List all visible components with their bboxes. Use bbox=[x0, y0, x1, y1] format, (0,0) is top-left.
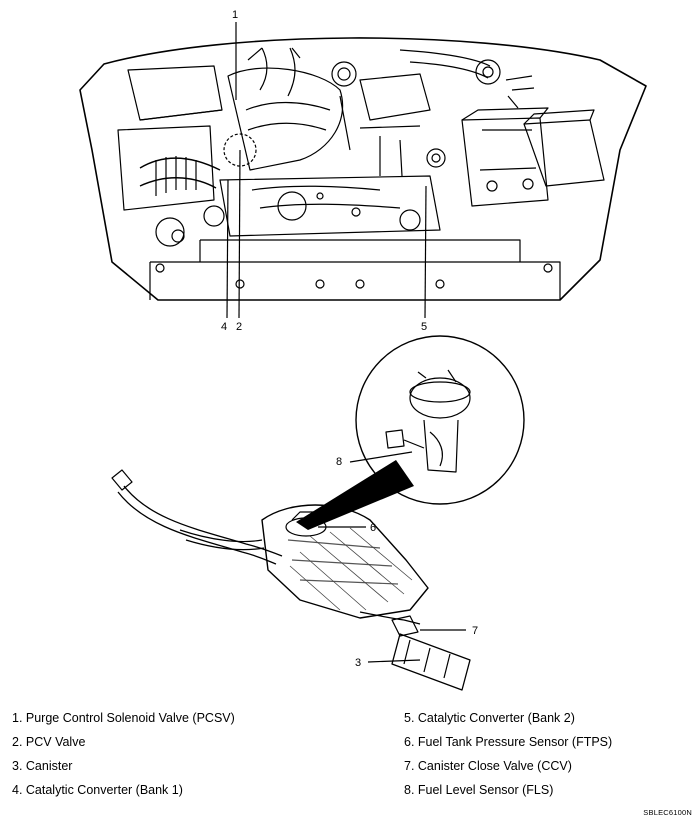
fuel-tank-illustration bbox=[111, 335, 525, 691]
callout-3: 3 bbox=[355, 657, 361, 669]
legend-item-fls: 8. Fuel Level Sensor (FLS) bbox=[404, 783, 554, 797]
figure-code: SBLEC6100N bbox=[643, 808, 692, 817]
legend-item-pcsv: 1. Purge Control Solenoid Valve (PCSV) bbox=[12, 711, 235, 725]
legend-right-column: 5. Catalytic Converter (Bank 2) 6. Fuel … bbox=[404, 706, 612, 802]
emission-system-diagram: 1 4 2 5 8 6 bbox=[79, 9, 647, 691]
callout-4: 4 bbox=[221, 321, 227, 333]
legend-left-column: 1. Purge Control Solenoid Valve (PCSV) 2… bbox=[12, 706, 235, 802]
callout-6: 6 bbox=[370, 522, 376, 534]
legend-item-canister: 3. Canister bbox=[12, 759, 73, 773]
legend-item-ccv: 7. Canister Close Valve (CCV) bbox=[404, 759, 572, 773]
legend-item-pcv-valve: 2. PCV Valve bbox=[12, 735, 86, 749]
callout-5: 5 bbox=[421, 321, 427, 333]
callout-7: 7 bbox=[472, 625, 478, 637]
callout-8: 8 bbox=[336, 456, 342, 468]
callout-1: 1 bbox=[232, 9, 238, 21]
legend-item-catalytic-converter-bank1: 4. Catalytic Converter (Bank 1) bbox=[12, 783, 183, 797]
legend-item-catalytic-converter-bank2: 5. Catalytic Converter (Bank 2) bbox=[404, 711, 575, 725]
legend-item-ftps: 6. Fuel Tank Pressure Sensor (FTPS) bbox=[404, 735, 613, 749]
engine-bay-illustration bbox=[79, 22, 647, 319]
callout-2: 2 bbox=[236, 321, 242, 333]
